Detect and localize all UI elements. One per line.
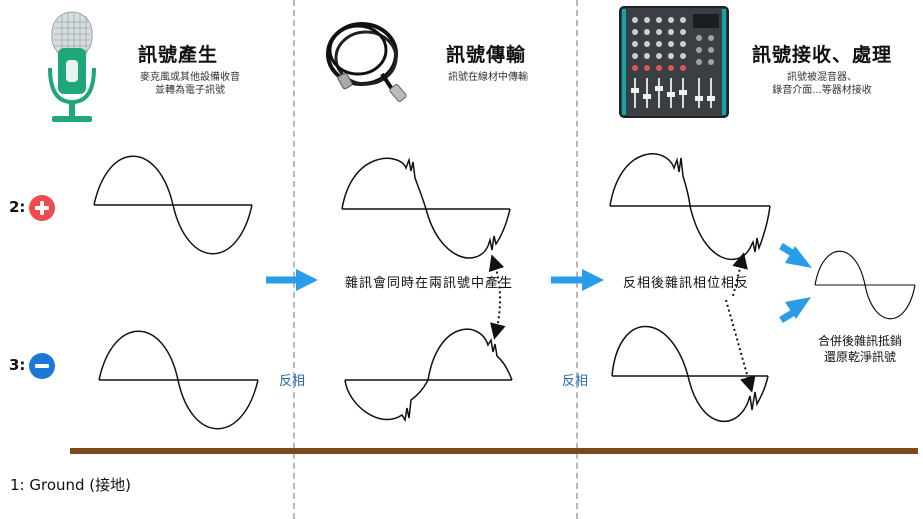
note-noise-both: 雜訊會同時在兩訊號中產生 [345,276,514,291]
microphone-icon [48,11,96,122]
column-divider-1 [293,0,295,519]
note-merge: 合併後雜訊抵銷 還原乾淨訊號 [806,333,914,365]
ground-line [70,448,918,454]
merge-line: 合併後雜訊抵銷 [817,334,902,348]
ground-label: 1: Ground (接地) [10,476,132,494]
subtitle-line: 並轉為電子訊號 [155,85,225,96]
subtitle-line: 麥克風或其他設備收音 [140,72,240,83]
note-invert-noise: 反相後雜訊相位相反 [623,276,750,291]
minus-icon [29,353,55,379]
column-divider-2 [576,0,578,519]
mixer-icon [619,6,729,118]
column-title-transmission: 訊號傳輸 [446,44,527,66]
subtitle-line: 訊號被混音器、 [787,72,857,83]
column-title-reception: 訊號接收、處理 [752,44,893,66]
column-subtitle-reception: 訊號被混音器、 錄音介面...等器材接收 [758,71,886,97]
note-invert-1: 反相 [279,374,306,389]
subtitle-line: 訊號在線材中傳輸 [448,72,528,83]
row-label-hot: 2: [9,198,26,216]
column-title-generation: 訊號產生 [138,44,219,66]
xlr-cable-icon [326,22,407,103]
column-subtitle-generation: 麥克風或其他設備收音 並轉為電子訊號 [138,71,242,97]
plus-icon [29,195,55,221]
subtitle-line: 錄音介面...等器材接收 [772,85,872,96]
column-subtitle-transmission: 訊號在線材中傳輸 [436,71,540,84]
merge-line: 還原乾淨訊號 [823,350,896,364]
row-label-cold: 3: [9,356,26,374]
note-invert-2: 反相 [562,374,589,389]
